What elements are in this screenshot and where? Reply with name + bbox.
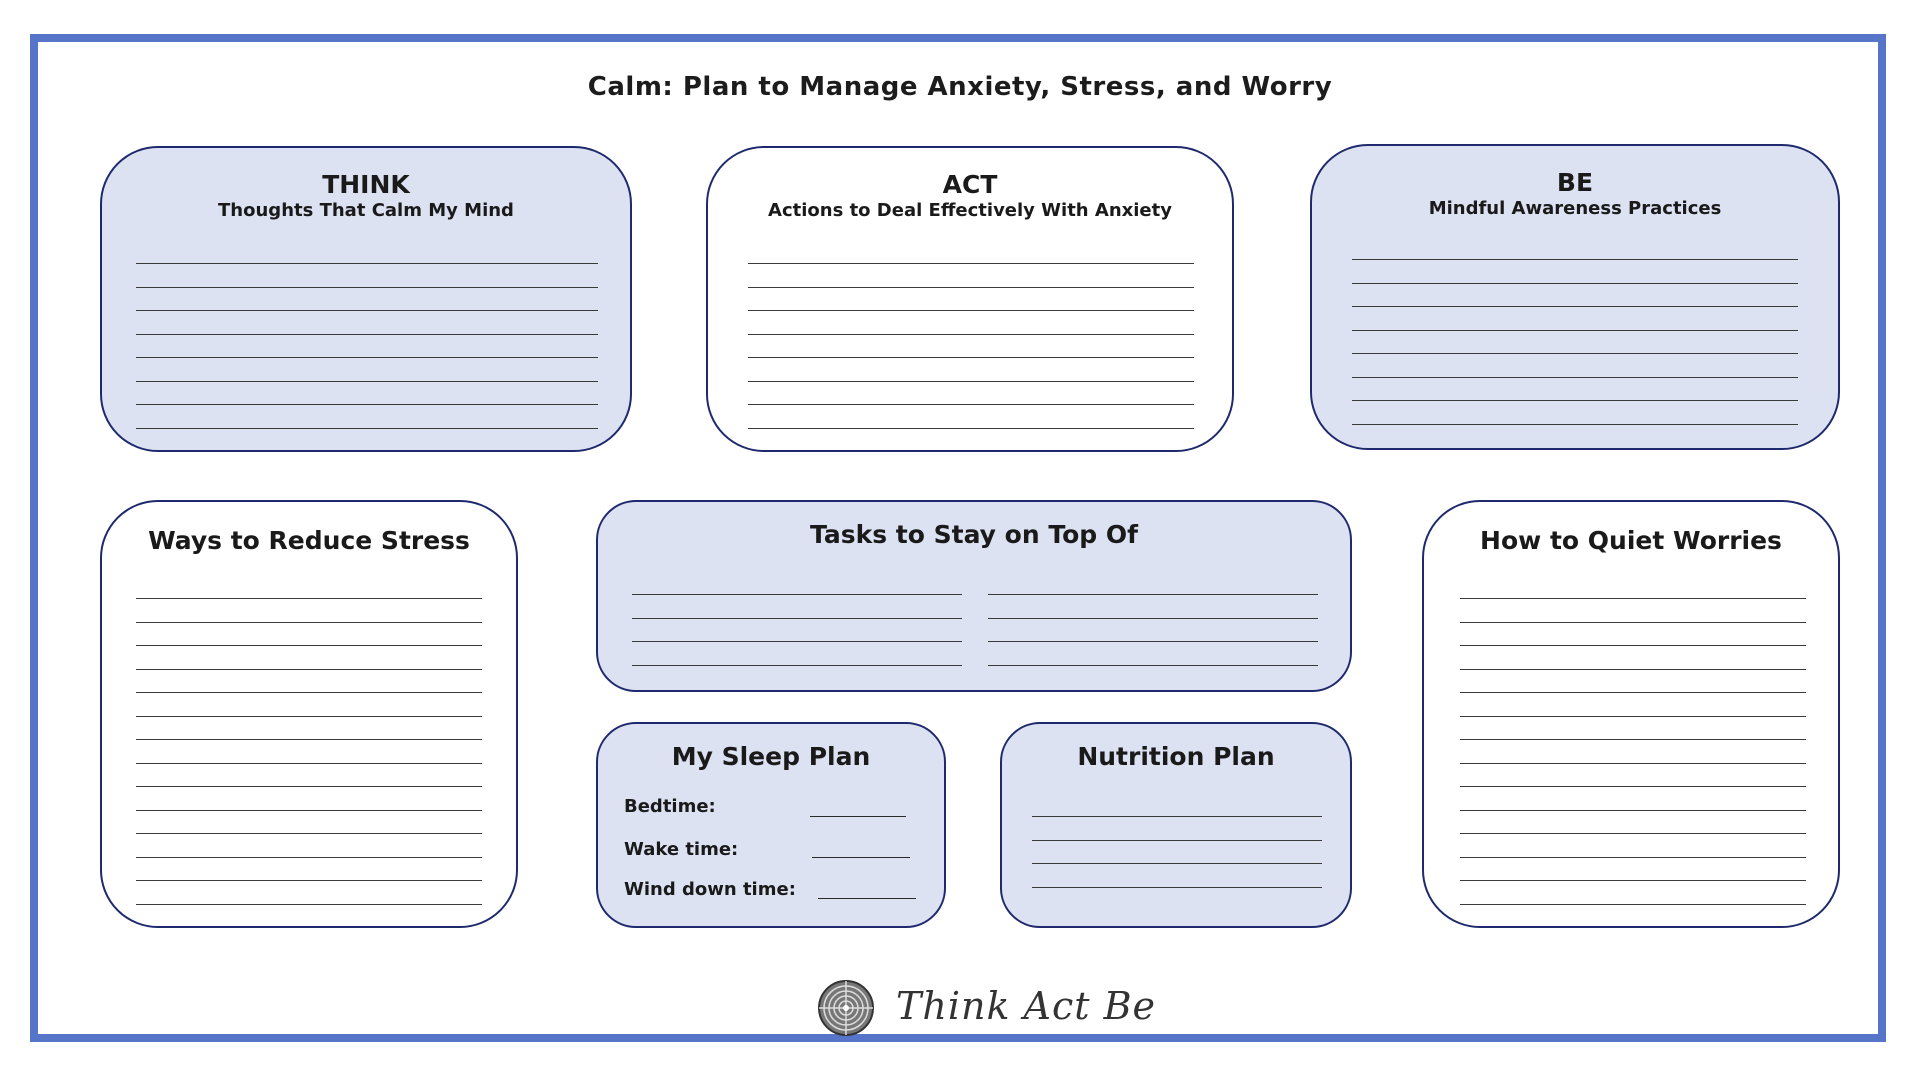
writing-line[interactable]: [1460, 621, 1806, 623]
writing-line[interactable]: [136, 621, 482, 623]
sleep-plan-heading: My Sleep Plan: [671, 742, 871, 771]
bedtime-field[interactable]: [810, 816, 906, 817]
writing-line[interactable]: [136, 809, 482, 811]
be-box: BE Mindful Awareness Practices: [1310, 144, 1840, 450]
writing-line[interactable]: [1032, 886, 1322, 888]
writing-line[interactable]: [1460, 668, 1806, 670]
think-heading: THINK: [322, 170, 410, 199]
writing-line[interactable]: [1352, 306, 1798, 307]
writing-line[interactable]: [1352, 259, 1798, 260]
writing-line[interactable]: [1460, 833, 1806, 834]
writing-line[interactable]: [1460, 598, 1806, 599]
reduce-stress-box: Ways to Reduce Stress: [100, 500, 518, 928]
writing-line[interactable]: [1460, 903, 1806, 905]
writing-line[interactable]: [136, 357, 598, 358]
writing-line[interactable]: [136, 427, 598, 429]
writing-line[interactable]: [1032, 839, 1322, 841]
writing-line[interactable]: [136, 310, 598, 311]
writing-line[interactable]: [136, 286, 598, 288]
writing-line[interactable]: [1352, 376, 1798, 378]
writing-line[interactable]: [988, 594, 1318, 595]
be-heading: BE: [1556, 168, 1594, 197]
think-box: THINK Thoughts That Calm My Mind: [100, 146, 632, 452]
tasks-heading: Tasks to Stay on Top Of: [810, 520, 1138, 549]
logo-text: Think Act Be: [896, 984, 1157, 1028]
writing-line[interactable]: [632, 617, 962, 619]
wake-time-field[interactable]: [812, 857, 910, 858]
writing-line[interactable]: [748, 333, 1194, 335]
writing-line[interactable]: [1460, 739, 1806, 740]
writing-line[interactable]: [136, 333, 598, 335]
page-title: Calm: Plan to Manage Anxiety, Stress, an…: [587, 72, 1333, 102]
writing-line[interactable]: [136, 786, 482, 787]
writing-line[interactable]: [136, 715, 482, 717]
nutrition-plan-heading: Nutrition Plan: [1077, 742, 1275, 771]
writing-line[interactable]: [988, 641, 1318, 642]
writing-line[interactable]: [136, 645, 482, 646]
writing-line[interactable]: [136, 404, 598, 405]
labyrinth-icon: [818, 980, 874, 1036]
think-act-be-logo: Think Act Be: [808, 978, 1155, 1042]
writing-line[interactable]: [136, 692, 482, 693]
writing-line[interactable]: [136, 856, 482, 858]
writing-line[interactable]: [1460, 809, 1806, 811]
writing-line[interactable]: [748, 286, 1194, 288]
writing-line[interactable]: [632, 664, 962, 666]
sleep-plan-box: My Sleep Plan Bedtime: Wake time: Wind d…: [596, 722, 946, 928]
writing-line[interactable]: [1352, 282, 1798, 284]
writing-line[interactable]: [1352, 400, 1798, 401]
writing-line[interactable]: [1460, 856, 1806, 858]
act-box: ACT Actions to Deal Effectively With Anx…: [706, 146, 1234, 452]
tasks-box: Tasks to Stay on Top Of: [596, 500, 1352, 692]
writing-line[interactable]: [1460, 880, 1806, 881]
nutrition-plan-box: Nutrition Plan: [1000, 722, 1352, 928]
writing-line[interactable]: [136, 739, 482, 740]
writing-line[interactable]: [136, 903, 482, 905]
writing-line[interactable]: [1032, 863, 1322, 864]
writing-line[interactable]: [136, 762, 482, 764]
writing-line[interactable]: [748, 427, 1194, 429]
writing-line[interactable]: [1460, 715, 1806, 717]
writing-line[interactable]: [136, 880, 482, 881]
writing-line[interactable]: [136, 668, 482, 670]
writing-line[interactable]: [1460, 786, 1806, 787]
think-subheading: Thoughts That Calm My Mind: [218, 200, 514, 221]
wind-down-time-label: Wind down time:: [624, 879, 796, 900]
writing-line[interactable]: [1460, 762, 1806, 764]
be-subheading: Mindful Awareness Practices: [1428, 198, 1722, 219]
writing-line[interactable]: [136, 598, 482, 599]
act-heading: ACT: [942, 170, 998, 199]
wind-down-time-field[interactable]: [818, 898, 916, 899]
writing-line[interactable]: [988, 664, 1318, 666]
wake-time-label: Wake time:: [624, 839, 739, 860]
writing-line[interactable]: [632, 594, 962, 595]
writing-line[interactable]: [1352, 353, 1798, 354]
quiet-worries-heading: How to Quiet Worries: [1480, 526, 1782, 555]
writing-line[interactable]: [1352, 329, 1798, 331]
writing-line[interactable]: [136, 380, 598, 382]
writing-line[interactable]: [1460, 645, 1806, 646]
writing-line[interactable]: [988, 617, 1318, 619]
writing-line[interactable]: [1032, 816, 1322, 817]
writing-line[interactable]: [748, 357, 1194, 358]
act-subheading: Actions to Deal Effectively With Anxiety: [768, 200, 1172, 221]
quiet-worries-box: How to Quiet Worries: [1422, 500, 1840, 928]
writing-line[interactable]: [136, 263, 598, 264]
writing-line[interactable]: [748, 310, 1194, 311]
writing-line[interactable]: [748, 404, 1194, 405]
writing-line[interactable]: [748, 263, 1194, 264]
writing-line[interactable]: [748, 380, 1194, 382]
writing-line[interactable]: [136, 833, 482, 834]
reduce-stress-heading: Ways to Reduce Stress: [148, 526, 470, 555]
bedtime-label: Bedtime:: [624, 796, 716, 817]
writing-line[interactable]: [632, 641, 962, 642]
writing-line[interactable]: [1352, 423, 1798, 425]
writing-line[interactable]: [1460, 692, 1806, 693]
